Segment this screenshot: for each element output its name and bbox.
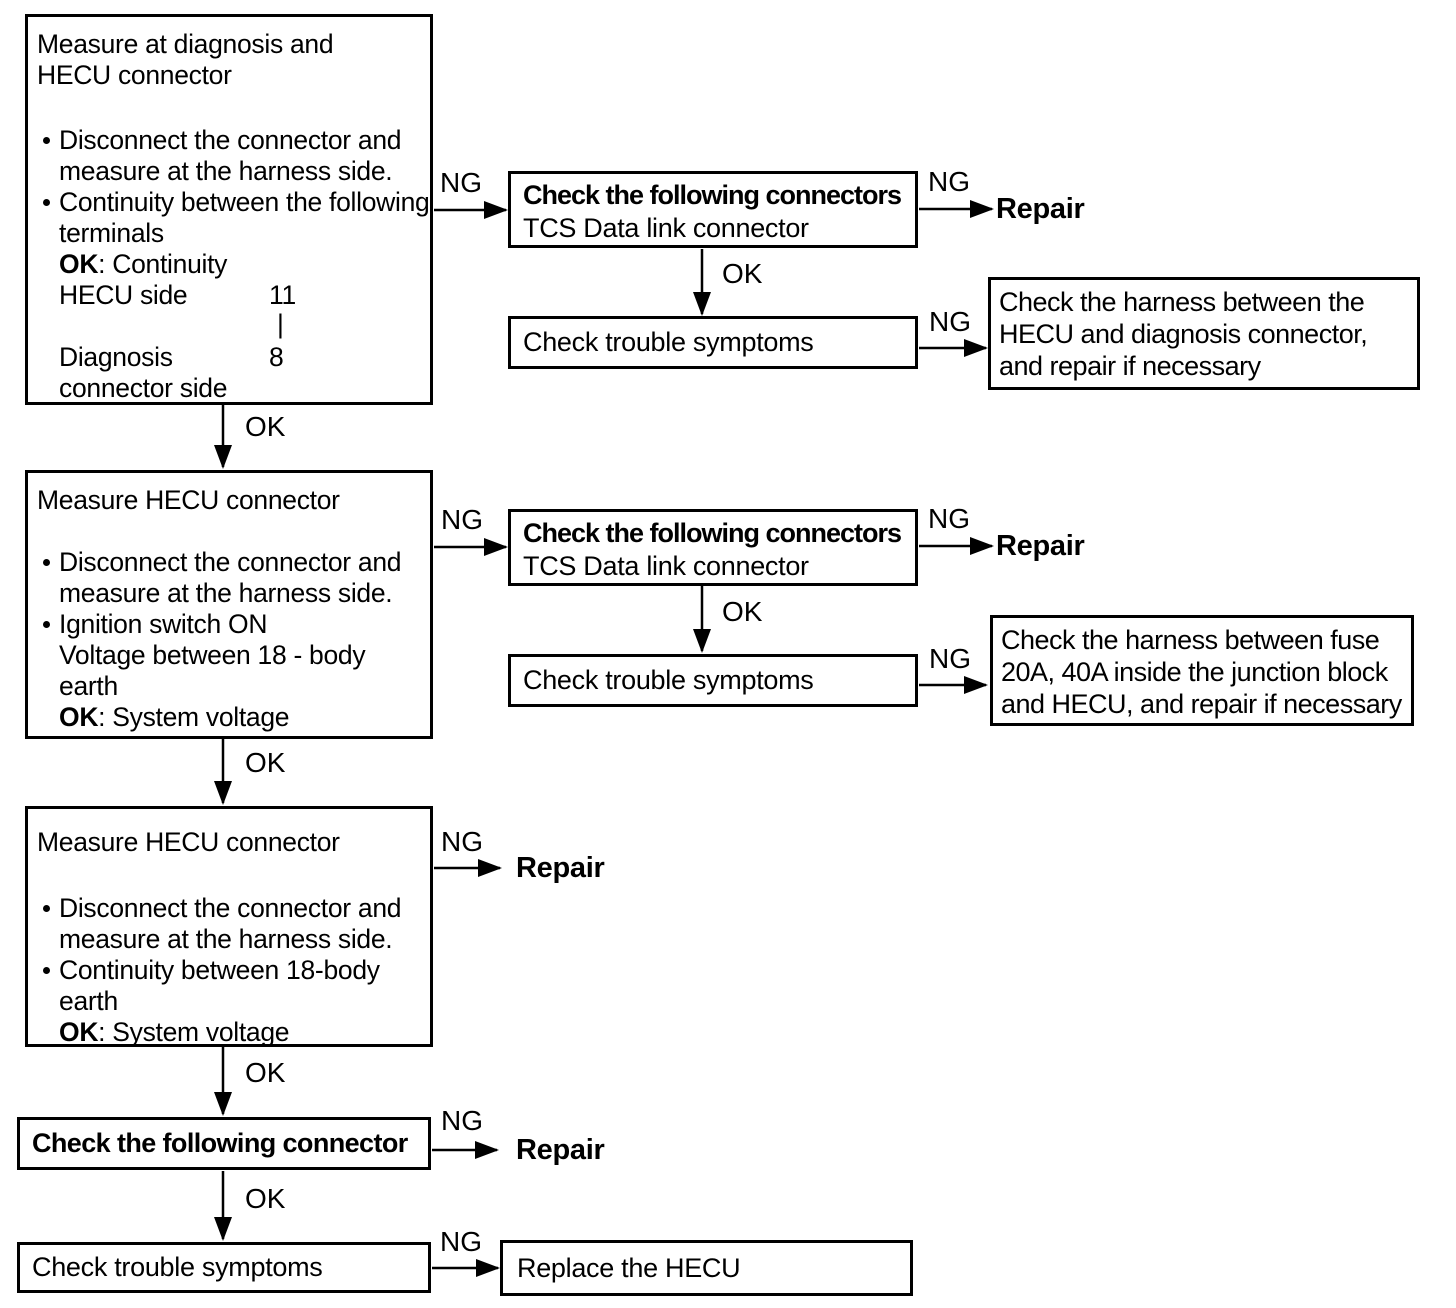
- terminal-label: HECU side: [59, 280, 188, 310]
- node-text: and HECU, and repair if necessary: [1001, 689, 1402, 719]
- node-title: Check the following connectors: [523, 518, 902, 548]
- node-title: Measure at diagnosis and: [37, 29, 334, 59]
- terminal-label: connector side: [59, 373, 228, 403]
- node-text: HECU and diagnosis connector,: [999, 319, 1368, 349]
- node-check-trouble-1: Check trouble symptoms: [508, 316, 918, 369]
- edge-label-ok: OK: [722, 258, 763, 289]
- node-check-connectors-2: Check the following connectors TCS Data …: [508, 509, 918, 586]
- node-harness-diagnosis: Check the harness between the HECU and d…: [988, 277, 1420, 390]
- terminal-repair-3: Repair: [516, 852, 605, 884]
- bullet-text: Disconnect the connector and: [59, 125, 402, 155]
- ok-condition: OK: Continuity: [37, 249, 422, 280]
- node-title: Check the following connector: [32, 1128, 408, 1158]
- terminal-row: connector side: [37, 373, 422, 404]
- ok-value: : System voltage: [98, 1017, 290, 1047]
- node-replace-hecu: Replace the HECU: [500, 1240, 913, 1296]
- node-measure-hecu-continuity: Measure HECU connector Disconnect the co…: [25, 806, 433, 1047]
- node-subtitle: TCS Data link connector: [523, 551, 809, 581]
- bullet-icon: [43, 621, 50, 628]
- bullet-icon: [43, 137, 50, 144]
- node-subtitle: TCS Data link connector: [523, 213, 809, 243]
- node-title: Check the following connectors: [523, 180, 902, 210]
- node-text: Check trouble symptoms: [523, 327, 814, 357]
- node-check-trouble-2: Check trouble symptoms: [508, 654, 918, 707]
- bullet-item: Ignition switch ON Voltage between 18 - …: [37, 609, 422, 702]
- ok-keyword: OK: [59, 249, 99, 279]
- edge-label-ng: NG: [928, 166, 970, 197]
- bullet-icon: [43, 199, 50, 206]
- terminal-repair-4: Repair: [516, 1134, 605, 1166]
- node-measure-hecu-voltage: Measure HECU connector Disconnect the co…: [25, 470, 433, 739]
- ok-condition: OK: System voltage: [37, 702, 422, 733]
- edge-label-ok: OK: [245, 747, 286, 778]
- bullet-item: Continuity between the following termina…: [37, 187, 430, 249]
- node-text: Check trouble symptoms: [523, 665, 814, 695]
- node-measure-diagnosis: Measure at diagnosis and HECU connector …: [25, 14, 433, 405]
- bullet-text: measure at the harness side.: [59, 578, 393, 608]
- edge-label-ng: NG: [441, 1105, 483, 1136]
- terminal-row: Diagnosis 8: [37, 342, 422, 373]
- bullet-item: Disconnect the connector and measure at …: [37, 125, 422, 187]
- bullet-text: Disconnect the connector and: [59, 547, 402, 577]
- spacer: [37, 91, 422, 125]
- bullet-text: Disconnect the connector and: [59, 893, 402, 923]
- terminal-label: Diagnosis: [59, 342, 173, 372]
- edge-label-ng: NG: [441, 504, 483, 535]
- edge-label-ok: OK: [722, 596, 763, 627]
- edge-label-ng: NG: [929, 643, 971, 674]
- terminal-link-bar: |: [277, 309, 284, 339]
- bullet-icon: [43, 559, 50, 566]
- bullet-text: measure at the harness side.: [59, 156, 393, 186]
- node-text: Check trouble symptoms: [32, 1252, 323, 1282]
- edge-label-ok: OK: [245, 1183, 286, 1214]
- bullet-text: earth: [59, 671, 118, 701]
- node-text: 20A, 40A inside the junction block: [1001, 657, 1388, 687]
- ok-condition: OK: System voltage: [37, 1017, 422, 1048]
- terminal-repair-1: Repair: [996, 193, 1085, 225]
- bullet-text: measure at the harness side.: [59, 924, 393, 954]
- node-title: Measure HECU connector: [37, 485, 340, 515]
- edge-label-ng: NG: [440, 167, 482, 198]
- node-text: Check the harness between the: [999, 287, 1365, 317]
- bullet-text: Voltage between 18 - body: [59, 640, 366, 670]
- bullet-icon: [43, 967, 50, 974]
- ok-keyword: OK: [59, 702, 99, 732]
- terminal-link-row: |: [37, 309, 422, 342]
- terminal-number: 8: [269, 342, 284, 372]
- node-text: and repair if necessary: [999, 351, 1261, 381]
- bullet-item: Disconnect the connector and measure at …: [37, 893, 422, 955]
- edge-label-ok: OK: [245, 411, 286, 442]
- edge-label-ng: NG: [928, 503, 970, 534]
- edge-label-ng: NG: [929, 306, 971, 337]
- edge-label-ng: NG: [440, 1226, 482, 1257]
- ok-value: : System voltage: [98, 702, 290, 732]
- node-check-connectors-1: Check the following connectors TCS Data …: [508, 171, 918, 248]
- node-text: Check the harness between fuse: [1001, 625, 1380, 655]
- bullet-icon: [43, 905, 50, 912]
- ok-keyword: OK: [59, 1017, 99, 1047]
- ok-value: : Continuity: [98, 249, 228, 279]
- spacer: [37, 858, 422, 893]
- node-check-connector-final: Check the following connector: [17, 1117, 431, 1170]
- bullet-text: earth: [59, 986, 118, 1016]
- node-title: Measure HECU connector: [37, 827, 340, 857]
- node-check-trouble-3: Check trouble symptoms: [17, 1242, 431, 1293]
- spacer: [37, 516, 422, 547]
- node-title: HECU connector: [37, 60, 232, 90]
- node-harness-fuse: Check the harness between fuse 20A, 40A …: [990, 615, 1414, 726]
- terminal-number: 11: [269, 280, 296, 310]
- bullet-text: terminals: [59, 218, 164, 248]
- bullet-item: Continuity between 18-body earth: [37, 955, 422, 1017]
- terminal-repair-2: Repair: [996, 530, 1085, 562]
- edge-label-ok: OK: [245, 1057, 286, 1088]
- bullet-text: Continuity between the following: [59, 187, 430, 217]
- edge-label-ng: NG: [441, 826, 483, 857]
- terminal-row: HECU side 11: [37, 280, 422, 311]
- bullet-text: Continuity between 18-body: [59, 955, 380, 985]
- bullet-item: Disconnect the connector and measure at …: [37, 547, 422, 609]
- node-text: Replace the HECU: [517, 1252, 741, 1283]
- bullet-text: Ignition switch ON: [59, 609, 268, 639]
